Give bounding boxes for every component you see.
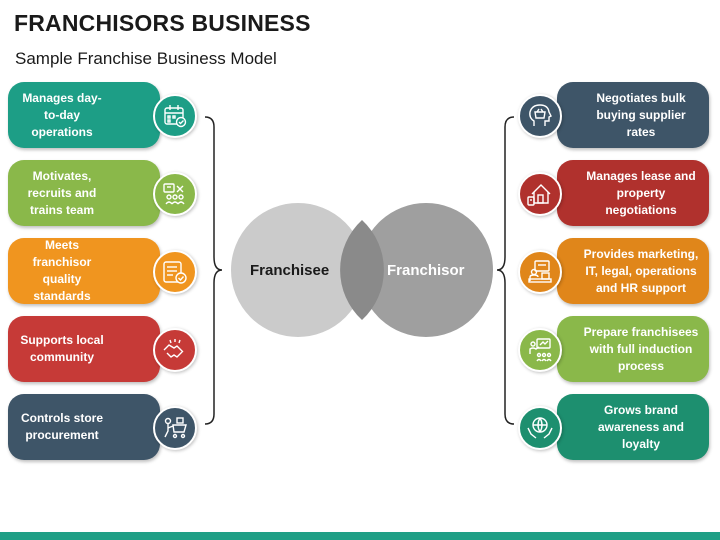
presentation-icon (529, 338, 552, 362)
right-icon-circle-1 (518, 94, 562, 138)
head-basket-icon (529, 104, 552, 126)
bottom-accent-bar (0, 532, 720, 540)
right-item-5: Grows brand awareness and loyalty (557, 394, 709, 460)
shopping-cart-icon (164, 417, 187, 439)
right-item-5-text: Grows brand awareness and loyalty (597, 402, 685, 451)
left-icon-circle-5 (153, 406, 197, 450)
left-item-5-text: Controls store procurement (20, 411, 103, 442)
handshake-icon (163, 339, 184, 358)
left-item-3-text: Meets franchisor quality standards (32, 238, 92, 303)
left-icon-circle-1 (153, 94, 197, 138)
left-item-4-text: Supports local community (20, 333, 104, 364)
team-training-icon (163, 183, 185, 205)
right-icon-circle-3 (518, 250, 562, 294)
left-icon-circle-3 (153, 250, 197, 294)
franchisee-label: Franchisee (250, 262, 330, 279)
left-item-1: Manages day-to-day operations (8, 82, 160, 148)
left-item-3: Meets franchisor quality standards (8, 238, 160, 304)
right-item-2: Manages lease and property negotiations (557, 160, 709, 226)
right-item-3-text: Provides marketing, IT, legal, operation… (583, 246, 699, 295)
right-item-1-text: Negotiates bulk buying supplier rates (596, 90, 686, 139)
overlap-region (340, 220, 384, 320)
support-desk-icon (528, 260, 552, 283)
page-subtitle: Sample Franchise Business Model (15, 49, 277, 68)
left-item-1-text: Manages day-to-day operations (22, 90, 102, 139)
right-item-1: Negotiates bulk buying supplier rates (557, 82, 709, 148)
left-brace (204, 116, 223, 425)
left-icon-circle-4 (153, 328, 197, 372)
property-icon (527, 184, 551, 206)
globe-hands-icon (527, 417, 553, 439)
page-title: FRANCHISORS BUSINESS (14, 10, 311, 36)
right-icon-circle-2 (518, 172, 562, 216)
right-item-3: Provides marketing, IT, legal, operation… (557, 238, 709, 304)
left-item-2-text: Motivates, recruits and trains team (27, 168, 97, 217)
right-brace (496, 116, 515, 425)
right-item-4-text: Prepare franchisees with full induction … (583, 324, 699, 373)
right-icon-circle-5 (518, 406, 562, 450)
left-icon-circle-2 (153, 172, 197, 216)
right-item-4: Prepare franchisees with full induction … (557, 316, 709, 382)
left-item-2: Motivates, recruits and trains team (8, 160, 160, 226)
venn-diagram (229, 201, 495, 339)
left-item-4: Supports local community (8, 316, 160, 382)
right-item-2-text: Manages lease and property negotiations (586, 168, 696, 217)
checklist-icon (163, 261, 187, 284)
right-icon-circle-4 (518, 328, 562, 372)
calendar-icon (164, 105, 187, 128)
franchisor-label: Franchisor (387, 262, 465, 279)
left-item-5: Controls store procurement (8, 394, 160, 460)
